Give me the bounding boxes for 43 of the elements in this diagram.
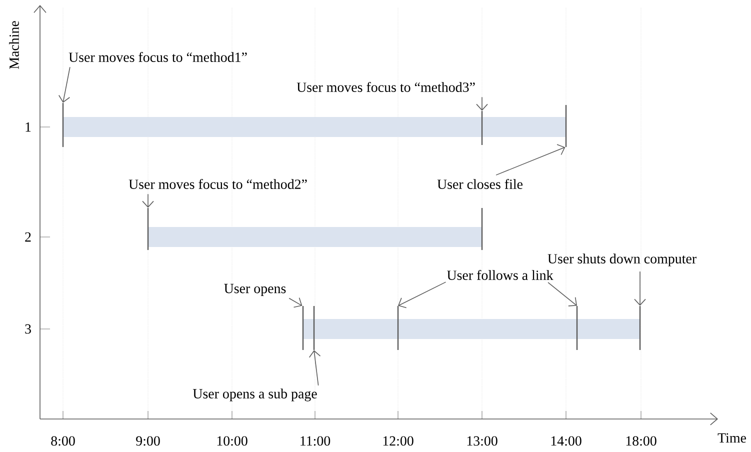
event-mark <box>397 306 399 350</box>
event-mark <box>62 102 64 147</box>
event-label: User moves focus to “method1” <box>68 52 247 62</box>
axis-label: 14:00 <box>551 436 582 446</box>
event-label: User moves focus to “method3” <box>296 82 475 92</box>
event-mark <box>147 208 149 250</box>
event-label: User opens a sub page <box>192 388 317 402</box>
axis-label: 2 <box>25 232 31 242</box>
time-bar <box>148 226 482 247</box>
axis-label: 3 <box>25 324 31 334</box>
event-label: User opens <box>224 284 286 296</box>
arrow <box>142 194 154 208</box>
event-label: User follows a link <box>447 270 554 280</box>
axis-label: 18:00 <box>626 436 656 446</box>
axis-label: 11:00 <box>300 436 330 446</box>
event-label: User closes file <box>437 179 522 189</box>
event-mark <box>313 306 315 350</box>
axis-label: 13:00 <box>467 436 498 446</box>
axis-label: 10:00 <box>217 436 248 446</box>
axis-label: Machine <box>9 21 19 69</box>
event-mark <box>481 110 483 145</box>
arrow <box>496 144 566 176</box>
event-mark <box>639 306 641 350</box>
axis-label: 1 <box>26 122 31 132</box>
arrow <box>288 297 302 308</box>
event-mark <box>576 306 578 350</box>
arrow <box>634 271 646 306</box>
arrow <box>308 350 321 386</box>
arrow <box>548 282 577 306</box>
axis-label: 12:00 <box>383 436 414 446</box>
arrow <box>476 96 488 111</box>
event-mark <box>302 306 304 350</box>
event-label: User shuts down computer <box>548 254 696 266</box>
arrow <box>398 282 446 308</box>
axis-label: Time <box>718 433 746 443</box>
axis-label: 9:00 <box>136 436 160 446</box>
event-label: User moves focus to “method2” <box>128 179 307 189</box>
event-mark <box>565 104 567 147</box>
axis-label: 8:00 <box>51 436 75 446</box>
time-bar <box>303 318 640 339</box>
time-bar <box>63 116 566 137</box>
event-mark <box>481 208 483 250</box>
arrow <box>58 66 70 103</box>
